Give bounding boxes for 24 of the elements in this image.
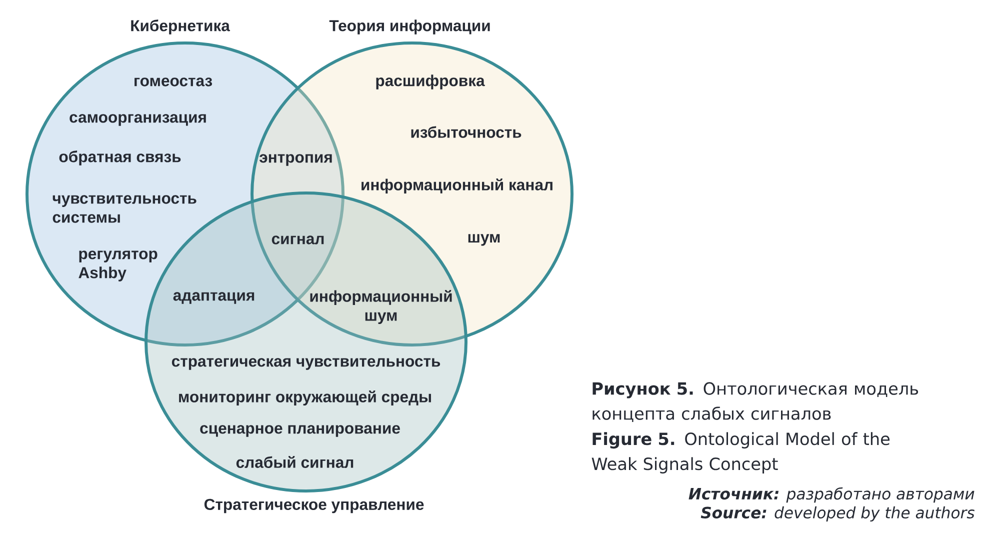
term-label: регулятор Ashby (78, 250, 158, 282)
term-label: адаптация (173, 292, 254, 304)
source-note: Источник: разработано авторами (688, 487, 974, 503)
term-label: мониторинг окружающей среды (179, 390, 431, 406)
circle-heading: Теория информации (329, 20, 490, 34)
figure-caption: Рисунок 5. Онтологическая модель концепта слабых сигналов (592, 382, 918, 422)
source-note: Source: developed by the authors (700, 506, 974, 522)
term-label: сценарное планирование (200, 425, 400, 437)
term-label: шум (468, 234, 500, 246)
term-label: чувствительность системы (52, 195, 196, 223)
figure-caption: Figure 5. Ontological Model of the Weak Signals Concept (592, 432, 890, 474)
circle-heading: Кибернетика (131, 20, 230, 34)
term-label: обратная связь (59, 150, 181, 166)
term-label: гомеостаз (134, 78, 212, 86)
term-label: информационный канал (362, 178, 552, 194)
term-label: самоорганизация (70, 114, 206, 126)
term-label: информационный шум (310, 290, 452, 324)
term-label: слабый сигнал (236, 456, 354, 468)
term-label: стратегическая чувствительность (172, 358, 440, 370)
term-label: сигнал (272, 236, 324, 244)
term-label: энтропия (260, 154, 332, 166)
circle-heading: Стратегическое управление (204, 498, 424, 514)
term-label: избыточность (411, 126, 522, 138)
term-label: расшифровка (376, 74, 485, 90)
